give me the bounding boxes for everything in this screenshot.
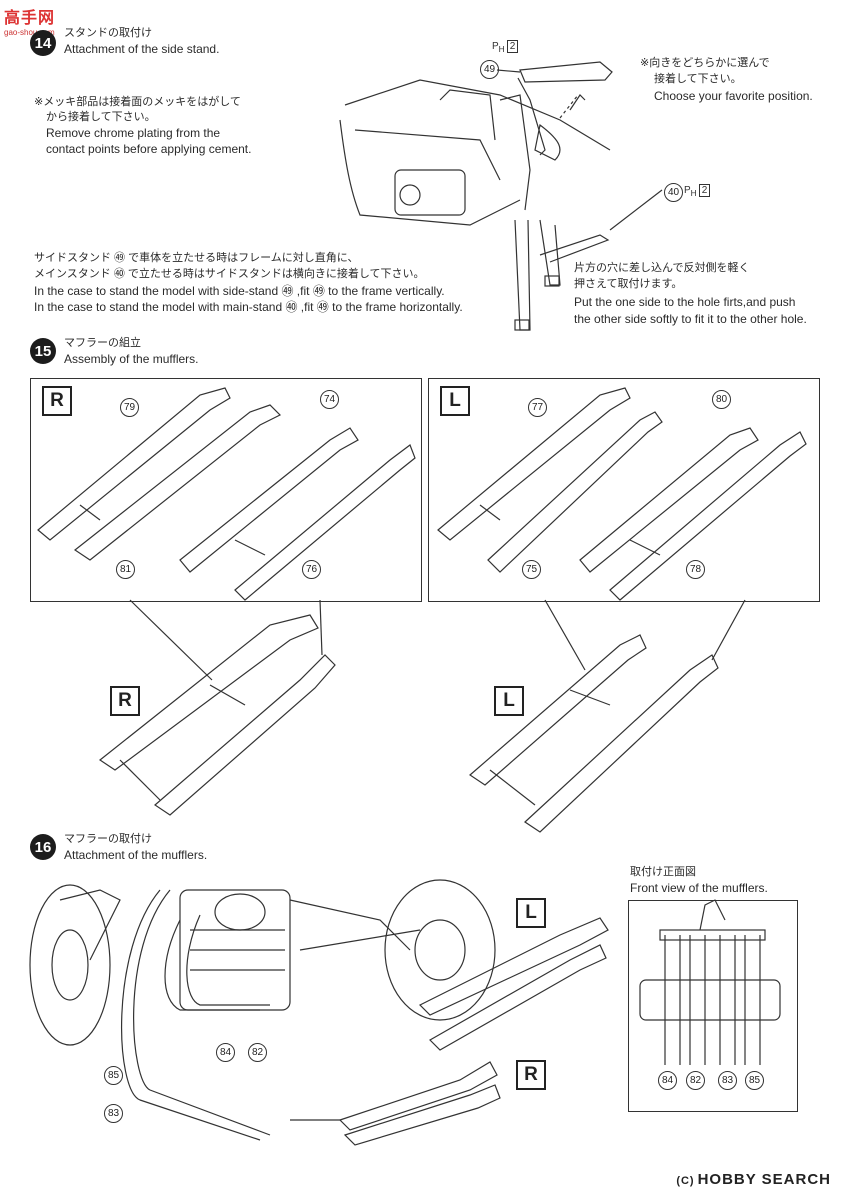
chrome-note-jp-2: から接着して下さい。	[46, 111, 156, 123]
front-part-83-callout: 83	[718, 1071, 737, 1090]
part-81-callout: 81	[116, 560, 135, 579]
watermark-logo-text: 高手网	[4, 10, 56, 27]
part-78-callout: 78	[686, 560, 705, 579]
front-part-85-callout: 85	[745, 1071, 764, 1090]
chrome-note-en-1: Remove chrome plating from the	[46, 126, 221, 140]
chrome-note-en-2: contact points before applying cement.	[46, 142, 252, 156]
part-49-callout: 49	[480, 60, 499, 79]
step-16-title-en: Attachment of the mufflers.	[64, 848, 208, 862]
position-note-en: Choose your favorite position.	[654, 89, 813, 103]
watermark-logo-url: gao-shou.com	[4, 28, 55, 37]
fit-note-en-1: Put the one side to the hole firts,and p…	[574, 295, 796, 309]
stand-note-en-2: In the case to stand the model with main…	[34, 300, 463, 314]
step-14-title-jp: スタンドの取付け	[64, 27, 152, 39]
assembled-side-label-l: L	[494, 686, 524, 716]
assembled-side-label-r: R	[110, 686, 140, 716]
part-79-callout: 79	[120, 398, 139, 417]
muffler-parts-panel-left	[428, 378, 820, 602]
step-14-title-en: Attachment of the side stand.	[64, 42, 220, 56]
front-view-title-en: Front view of the mufflers.	[630, 881, 768, 895]
part-75-callout: 75	[522, 560, 541, 579]
part-40-callout: 40	[664, 183, 683, 202]
front-view-panel	[628, 900, 798, 1112]
step-16-badge: 16	[30, 834, 56, 860]
fit-note-jp-1: 片方の穴に差し込んで反対側を軽く	[574, 262, 750, 274]
stand-note-jp-2: メインスタンド ㊵ で立たせる時はサイドスタンドは横向きに接着して下さい。	[34, 268, 425, 280]
ph-sub: H	[498, 44, 505, 54]
step-15-title-jp: マフラーの組立	[64, 337, 141, 349]
fit-note-jp-2: 押さえて取付けます。	[574, 278, 683, 290]
step-15-badge: 15	[30, 338, 56, 364]
fit-note-en-2: the other side softly to fit it to the o…	[574, 312, 807, 326]
part-85-callout: 85	[104, 1066, 123, 1085]
position-note-jp-1: ※向きをどちらかに選んで	[640, 57, 770, 69]
mount-side-label-r: R	[516, 1060, 546, 1090]
ph-sub: H	[690, 188, 697, 198]
step-16-number: 16	[34, 838, 52, 856]
part-74-callout: 74	[320, 390, 339, 409]
ph-letter: P	[492, 41, 499, 52]
step-16-title-jp: マフラーの取付け	[64, 833, 152, 845]
stand-note-jp-1: サイドスタンド ㊾ で車体を立たせる時はフレームに対し直角に、	[34, 252, 359, 264]
step-14-number: 14	[34, 34, 52, 52]
step-14-badge: 14	[30, 30, 56, 56]
part-80-callout: 80	[712, 390, 731, 409]
front-part-82-callout: 82	[686, 1071, 705, 1090]
part-83-callout: 83	[104, 1104, 123, 1123]
part-84-callout: 84	[216, 1043, 235, 1062]
stand-note-en-1: In the case to stand the model with side…	[34, 284, 445, 298]
footer-brand: HOBBY SEARCH	[697, 1171, 831, 1188]
footer-copyright: (C)	[676, 1175, 695, 1187]
part-82-callout: 82	[248, 1043, 267, 1062]
muffler-parts-panel-right	[30, 378, 422, 602]
hobby-search-logo: (C)HOBBY SEARCH	[676, 1171, 831, 1188]
mount-side-label-l: L	[516, 898, 546, 928]
ph-letter: P	[684, 185, 691, 196]
front-part-84-callout: 84	[658, 1071, 677, 1090]
ph-num: 2	[698, 184, 711, 197]
part-76-callout: 76	[302, 560, 321, 579]
watermark-logo: 高手网 gao-shou.com	[4, 4, 66, 37]
part-77-callout: 77	[528, 398, 547, 417]
step-15-title-en: Assembly of the mufflers.	[64, 352, 199, 366]
ph-num: 2	[506, 40, 519, 53]
front-view-title-jp: 取付け正面図	[630, 866, 696, 878]
step-15-number: 15	[34, 342, 52, 360]
chrome-note-jp-1: ※メッキ部品は接着面のメッキをはがして	[34, 96, 241, 108]
side-label-l: L	[440, 386, 470, 416]
position-note-jp-2: 接着して下さい。	[654, 73, 742, 85]
side-label-r: R	[42, 386, 72, 416]
